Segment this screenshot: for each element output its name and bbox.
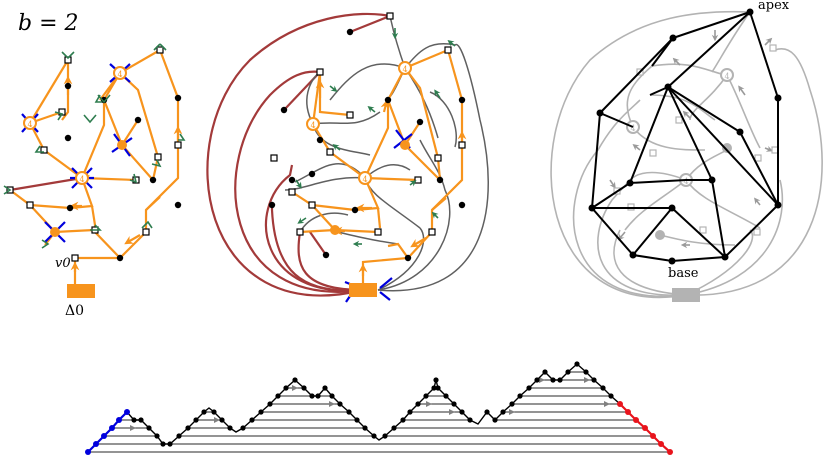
degree-vertices-mid: 4 4 4: [306, 61, 412, 235]
square-vertices: [6, 46, 182, 262]
black-edges: [590, 11, 779, 263]
darkred-edge: [9, 176, 83, 192]
square-vertices-mid: [270, 12, 466, 236]
degree-vertices: 4 4 4: [23, 66, 127, 237]
chord-arrows: [130, 377, 610, 431]
lightgray-arrows: [609, 30, 773, 249]
root-box-right: [672, 288, 700, 302]
apex-label: apex: [758, 0, 790, 13]
darkred-arcs: [206, 12, 391, 297]
bottom-path-diagram: [85, 361, 673, 455]
red-path-dots: [617, 401, 673, 455]
black-vertices-mid: [268, 28, 466, 262]
left-panel-tree: b = 2: [3, 11, 186, 319]
svg-text:4: 4: [117, 70, 122, 79]
svg-text:4: 4: [630, 124, 635, 133]
blue-path-dots: [85, 409, 130, 455]
svg-text:4: 4: [683, 177, 688, 186]
v0-label: v0: [55, 256, 71, 271]
svg-text:4: 4: [310, 121, 315, 130]
svg-text:4: 4: [402, 65, 407, 74]
right-panel-quadrangulation: 4 4 4: [550, 0, 823, 302]
delta0-box: [67, 284, 95, 298]
green-stubs: [3, 43, 186, 249]
green-arrows-mid: [295, 28, 456, 248]
delta0-label: Δ0: [65, 303, 84, 319]
svg-text:4: 4: [724, 72, 729, 81]
black-vertices-right: [588, 8, 782, 265]
middle-panel-map: 4 4 4: [206, 12, 489, 303]
base-label: base: [668, 266, 699, 281]
root-box-mid: [349, 283, 377, 297]
b-parameter-label: b = 2: [18, 11, 79, 36]
black-vertices: [64, 82, 182, 262]
gray-curves: [284, 15, 489, 292]
orange-tree-edges: [9, 49, 180, 290]
svg-text:4: 4: [79, 175, 84, 184]
lightgray-curves: [550, 10, 823, 299]
dyck-path: [87, 363, 671, 453]
svg-text:4: 4: [27, 120, 32, 129]
path-dots: [131, 361, 614, 447]
svg-text:4: 4: [362, 175, 367, 184]
